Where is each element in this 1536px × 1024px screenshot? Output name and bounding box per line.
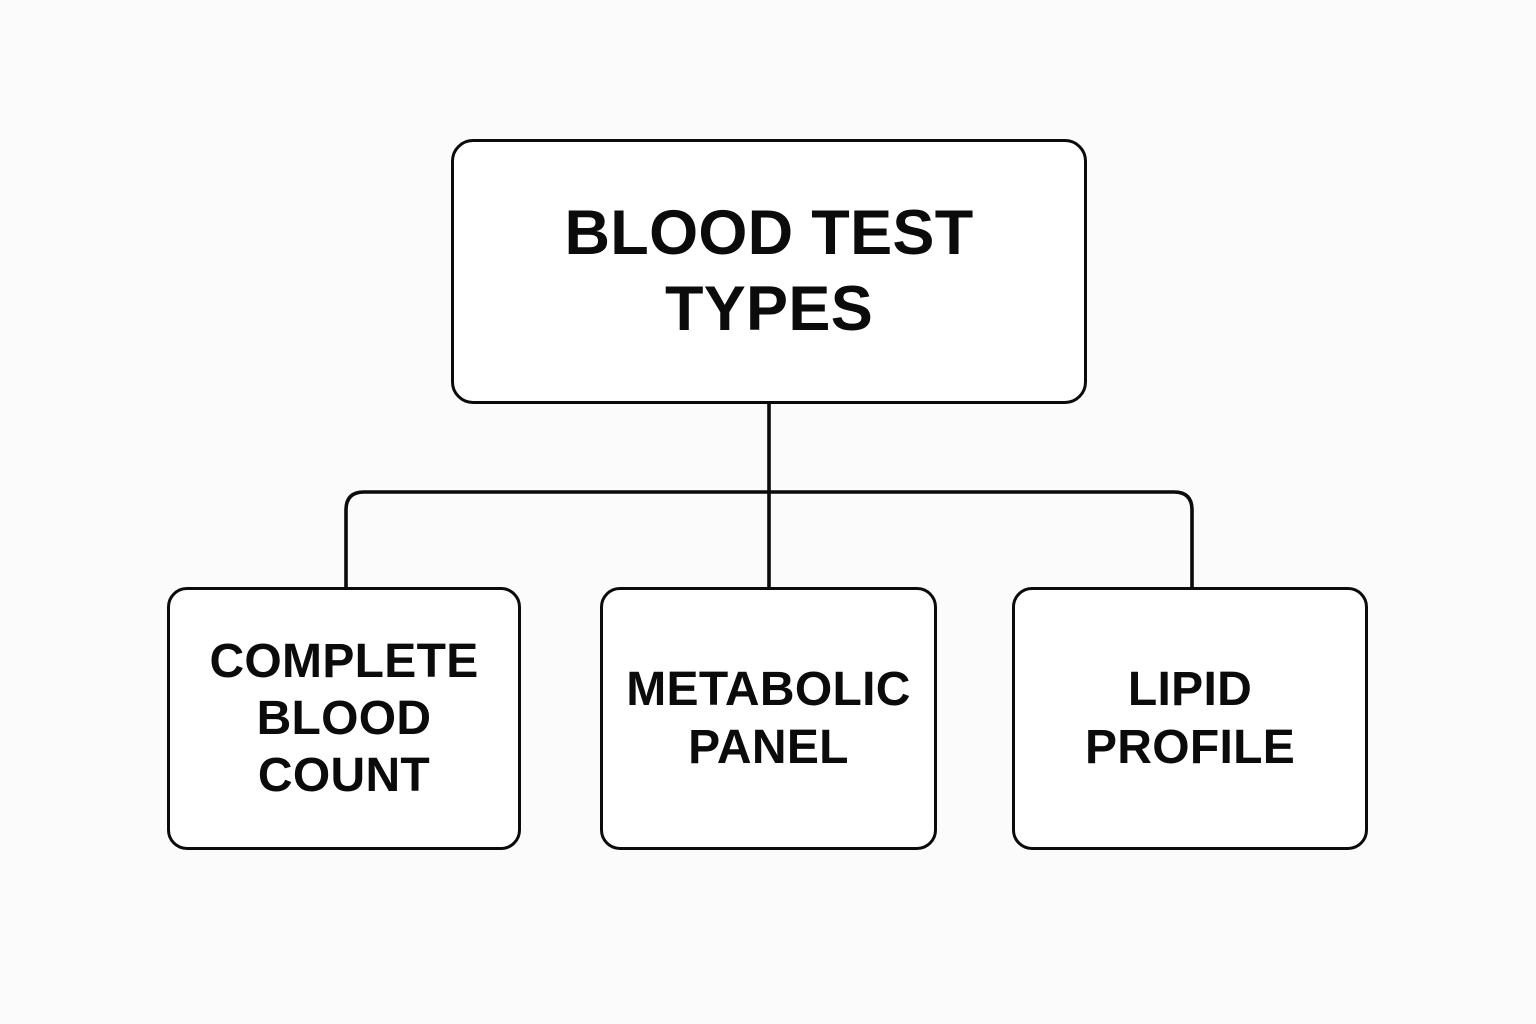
node-label-metabolic-panel: METABOLIC PANEL: [626, 663, 911, 774]
node-label-complete-blood-count: COMPLETE BLOOD COUNT: [209, 634, 479, 803]
connector-branch-lipid: [769, 490, 1194, 589]
node-label-lipid-profile: LIPID PROFILE: [1084, 663, 1296, 774]
node-complete-blood-count[interactable]: COMPLETE BLOOD COUNT: [167, 587, 521, 850]
node-label-root: BLOOD TEST TYPES: [564, 197, 974, 344]
node-metabolic-panel[interactable]: METABOLIC PANEL: [600, 587, 937, 850]
connector-branch-cbc: [344, 490, 769, 589]
node-blood-test-types[interactable]: BLOOD TEST TYPES: [451, 139, 1087, 404]
node-lipid-profile[interactable]: LIPID PROFILE: [1012, 587, 1368, 850]
